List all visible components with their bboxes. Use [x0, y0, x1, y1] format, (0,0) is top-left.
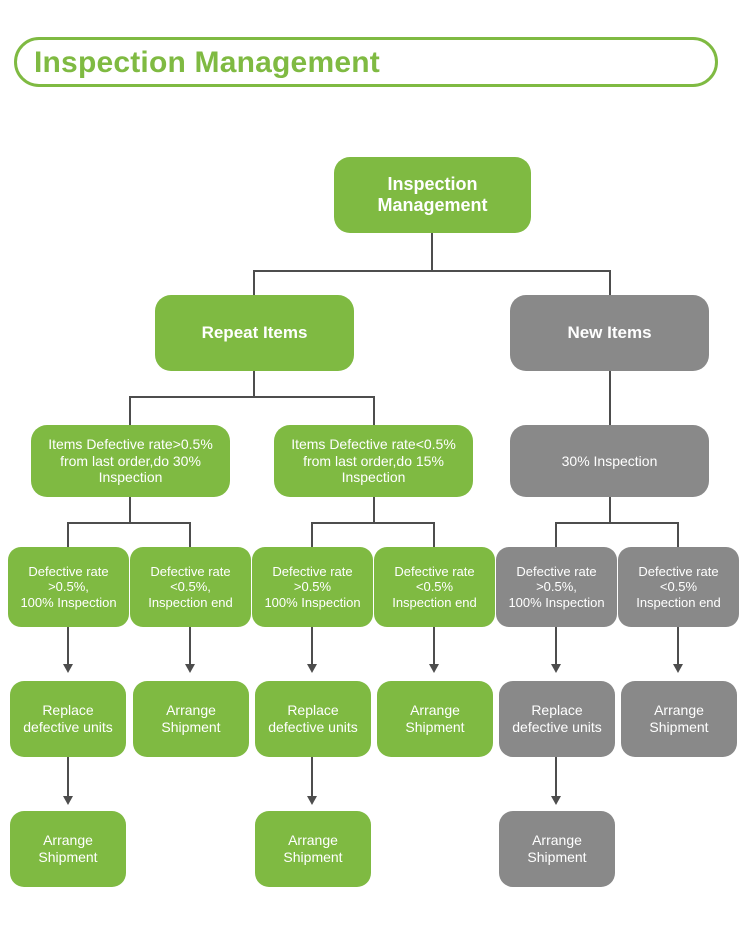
connector-branch-b-bar: [311, 522, 435, 524]
arrow-line-l4-l5-2: [311, 757, 313, 798]
connector-branch-a-stem: [129, 497, 131, 524]
connector-branch-c-bar: [555, 522, 679, 524]
connector-branch-a-right: [189, 522, 191, 547]
connector-level1-bar: [253, 270, 611, 272]
arrow-head-l4-l5-2: [307, 796, 317, 805]
node-defect-result-3[interactable]: Defective rate >0.5% 100% Inspection: [252, 547, 373, 627]
arrow-head-l4-l5-1: [63, 796, 73, 805]
node-inspection-management[interactable]: Inspection Management: [334, 157, 531, 233]
arrow-head-l3-l4-5: [551, 664, 561, 673]
connector-level2-bar-left: [129, 396, 375, 398]
arrow-line-l3-l4-2: [189, 627, 191, 666]
arrow-head-l3-l4-3: [307, 664, 317, 673]
node-new-items-30-percent-inspection[interactable]: 30% Inspection: [510, 425, 709, 497]
node-repeat-low-defect-rate[interactable]: Items Defective rate<0.5% from last orde…: [274, 425, 473, 497]
node-action-2[interactable]: Arrange Shipment: [133, 681, 249, 757]
connector-branch-c-left: [555, 522, 557, 547]
arrow-head-l4-l5-3: [551, 796, 561, 805]
page-title: Inspection Management: [34, 46, 380, 79]
arrow-head-l3-l4-1: [63, 664, 73, 673]
connector-repeat-items-stem: [253, 371, 255, 398]
node-action-6[interactable]: Arrange Shipment: [621, 681, 737, 757]
connector-new-items-stem: [609, 371, 611, 425]
connector-branch-b-left: [311, 522, 313, 547]
connector-to-repeat-low-rate: [373, 396, 375, 425]
connector-to-repeat-items: [253, 270, 255, 295]
header-pill: [14, 37, 718, 87]
connector-branch-a-bar: [67, 522, 191, 524]
node-action-3[interactable]: Replace defective units: [255, 681, 371, 757]
node-final-shipment-1[interactable]: Arrange Shipment: [10, 811, 126, 887]
arrow-line-l3-l4-3: [311, 627, 313, 666]
node-action-1[interactable]: Replace defective units: [10, 681, 126, 757]
node-final-shipment-2[interactable]: Arrange Shipment: [255, 811, 371, 887]
node-repeat-high-defect-rate[interactable]: Items Defective rate>0.5% from last orde…: [31, 425, 230, 497]
arrow-line-l3-l4-6: [677, 627, 679, 666]
connector-branch-b-right: [433, 522, 435, 547]
node-defect-result-2[interactable]: Defective rate <0.5%, Inspection end: [130, 547, 251, 627]
arrow-head-l3-l4-2: [185, 664, 195, 673]
arrow-line-l3-l4-1: [67, 627, 69, 666]
node-defect-result-1[interactable]: Defective rate >0.5%, 100% Inspection: [8, 547, 129, 627]
connector-branch-c-stem: [609, 497, 611, 524]
arrow-head-l3-l4-6: [673, 664, 683, 673]
connector-to-repeat-high-rate: [129, 396, 131, 425]
connector-branch-c-right: [677, 522, 679, 547]
node-defect-result-5[interactable]: Defective rate >0.5%, 100% Inspection: [496, 547, 617, 627]
connector-branch-b-stem: [373, 497, 375, 524]
arrow-line-l3-l4-5: [555, 627, 557, 666]
node-action-5[interactable]: Replace defective units: [499, 681, 615, 757]
node-repeat-items[interactable]: Repeat Items: [155, 295, 354, 371]
arrow-line-l4-l5-3: [555, 757, 557, 798]
node-defect-result-4[interactable]: Defective rate <0.5% Inspection end: [374, 547, 495, 627]
arrow-line-l3-l4-4: [433, 627, 435, 666]
connector-to-new-items: [609, 270, 611, 295]
node-final-shipment-3[interactable]: Arrange Shipment: [499, 811, 615, 887]
arrow-head-l3-l4-4: [429, 664, 439, 673]
arrow-line-l4-l5-1: [67, 757, 69, 798]
node-defect-result-6[interactable]: Defective rate <0.5% Inspection end: [618, 547, 739, 627]
node-action-4[interactable]: Arrange Shipment: [377, 681, 493, 757]
connector-root-stem: [431, 233, 433, 271]
node-new-items[interactable]: New Items: [510, 295, 709, 371]
connector-branch-a-left: [67, 522, 69, 547]
